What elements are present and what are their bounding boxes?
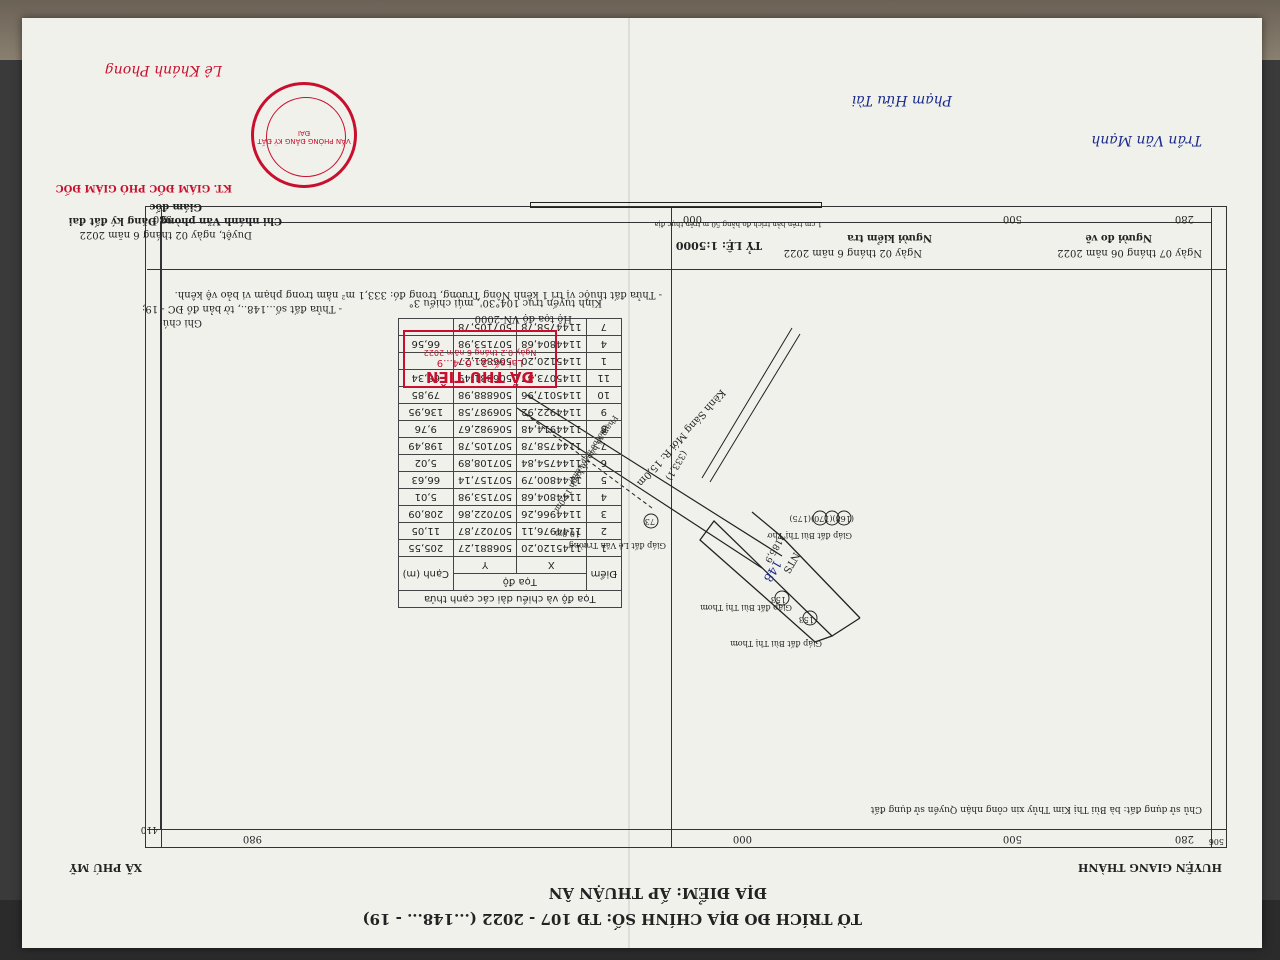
approve-org: Chi nhánh Văn phòng Đăng ký đất đai	[68, 215, 282, 226]
col-coord: Tọa độ	[453, 573, 587, 591]
col-x: X	[516, 556, 587, 574]
cell-edge: 5,01	[398, 488, 454, 506]
cell-x: 1144922,92	[516, 403, 587, 421]
paid-stamp-text: ĐÃ THU TIỀN	[425, 368, 535, 386]
checker-date: Ngày 02 tháng 6 năm 2022	[783, 247, 922, 258]
cadastral-document: TỜ TRÍCH ĐO ĐỊA CHÍNH SỐ: TĐ 107 - 2022 …	[22, 18, 1262, 948]
cell-x: 1144914,48	[516, 420, 587, 438]
note-line: - Thửa đất thuộc vị trí 1 kênh Nông Trườ…	[174, 289, 662, 300]
col-y: Y	[453, 556, 517, 574]
col-point: Điểm	[586, 556, 622, 591]
cell-point: 3	[586, 505, 622, 523]
scale-bar	[530, 202, 822, 208]
note-line: - Thửa đất số...148.., tờ bản đồ ĐC - 19…	[141, 303, 342, 314]
neighbor-label: Giáp đất Bùi Thị Thơ	[767, 531, 852, 540]
cell-x: 1144754,84	[516, 454, 587, 472]
neighbor-number: 153	[770, 595, 786, 604]
neighbor-label: Giáp đất Bùi Thị Thơm	[730, 639, 822, 648]
paid-stamp-date: Ngày 0.2 tháng 6 năm 2022	[423, 348, 537, 357]
measurer-title: Người đo vẽ	[1085, 232, 1152, 243]
cell-y: 507027,87	[453, 522, 517, 540]
checker-signature: Phạm Hữu Tài	[851, 92, 952, 108]
cell-edge: 208,09	[398, 505, 454, 523]
cell-y: 506982,67	[453, 420, 517, 438]
cell-point: 5	[586, 471, 622, 489]
cell-point: 1	[586, 539, 622, 557]
cell-x: 1144976,11	[516, 522, 587, 540]
paid-stamp: ĐÃ THU TIỀN Lai số: 2...0..4...9 Ngày 0.…	[403, 330, 557, 388]
cell-point: 7	[586, 437, 622, 455]
cell-point: 9	[586, 403, 622, 421]
cell-edge: 11,05	[398, 522, 454, 540]
seal-text: VĂN PHÒNG ĐĂNG KÝ ĐẤT ĐAI	[257, 129, 351, 145]
approve-title: Giám đốc	[149, 201, 202, 212]
scale-note: 1 cm trên bản trích đo bằng 50 m trên th…	[654, 220, 822, 228]
cell-point: 4	[586, 488, 622, 506]
cell-point: 8	[586, 420, 622, 438]
cell-x: 1145120,20	[516, 539, 587, 557]
cell-point: 1	[586, 352, 622, 370]
cell-edge: 5,02	[398, 454, 454, 472]
approve-sub: KT. GIÁM ĐỐC PHÓ GIÁM ĐỐC	[55, 182, 232, 193]
scale-label: TỶ LỆ: 1:5000	[675, 239, 762, 252]
cell-point: 6	[586, 454, 622, 472]
cell-point: 7	[586, 318, 622, 336]
cell-point: 2	[586, 522, 622, 540]
col-edge: Cạnh (m)	[398, 556, 454, 591]
measurer-date: Ngày 07 tháng 06 năm 2022	[1057, 247, 1202, 258]
neighbor-label: Giáp đất Bùi Thị Thơm	[700, 603, 792, 612]
cell-edge: 9,76	[398, 420, 454, 438]
cell-point: 11	[586, 369, 622, 387]
cell-y: 507105,78	[453, 437, 517, 455]
table-caption: Tọa độ và chiều dài các cạnh thửa	[398, 590, 622, 608]
approve-date: Duyệt, ngày 02 tháng 6 năm 2022	[79, 229, 252, 240]
cell-y: 506881,27	[453, 539, 517, 557]
notes-heading: Ghi chú:	[159, 317, 202, 328]
neighbor-number: (168)(170)(175)	[789, 514, 854, 523]
cell-y: 506987,58	[453, 403, 517, 421]
cell-x: 1144758,78	[516, 437, 587, 455]
cell-y: 507153,98	[453, 488, 517, 506]
cell-edge: 79,85	[398, 386, 454, 404]
coord-system: Hệ tọa độ VN-2000	[474, 313, 572, 324]
cell-edge: 136,95	[398, 403, 454, 421]
official-seal: VĂN PHÒNG ĐĂNG KÝ ĐẤT ĐAI	[251, 82, 357, 188]
cell-y: 507022,86	[453, 505, 517, 523]
neighbor-number: 73	[644, 517, 655, 526]
cell-x: 1145017,96	[516, 386, 587, 404]
cell-y: 506888,98	[453, 386, 517, 404]
neighbor-number: 153	[798, 615, 814, 624]
cell-x: 1144804,68	[516, 488, 587, 506]
cell-point: 4	[586, 335, 622, 353]
cell-x: 1144966,26	[516, 505, 587, 523]
cell-y: 507157,14	[453, 471, 517, 489]
checker-title: Người kiểm tra	[847, 232, 932, 243]
approve-signature: Lê Khánh Phong	[104, 62, 222, 78]
cell-y: 507108,89	[453, 454, 517, 472]
measurer-signature: Trần Văn Mạnh	[1091, 132, 1202, 148]
cell-edge: 205,55	[398, 539, 454, 557]
cell-point: 10	[586, 386, 622, 404]
paid-stamp-receipt: Lai số: 2...0..4...9	[436, 357, 524, 368]
parcel-map	[516, 327, 861, 643]
cell-x: 1144800,79	[516, 471, 587, 489]
cell-edge: 66,63	[398, 471, 454, 489]
cell-edge: 198,49	[398, 437, 454, 455]
